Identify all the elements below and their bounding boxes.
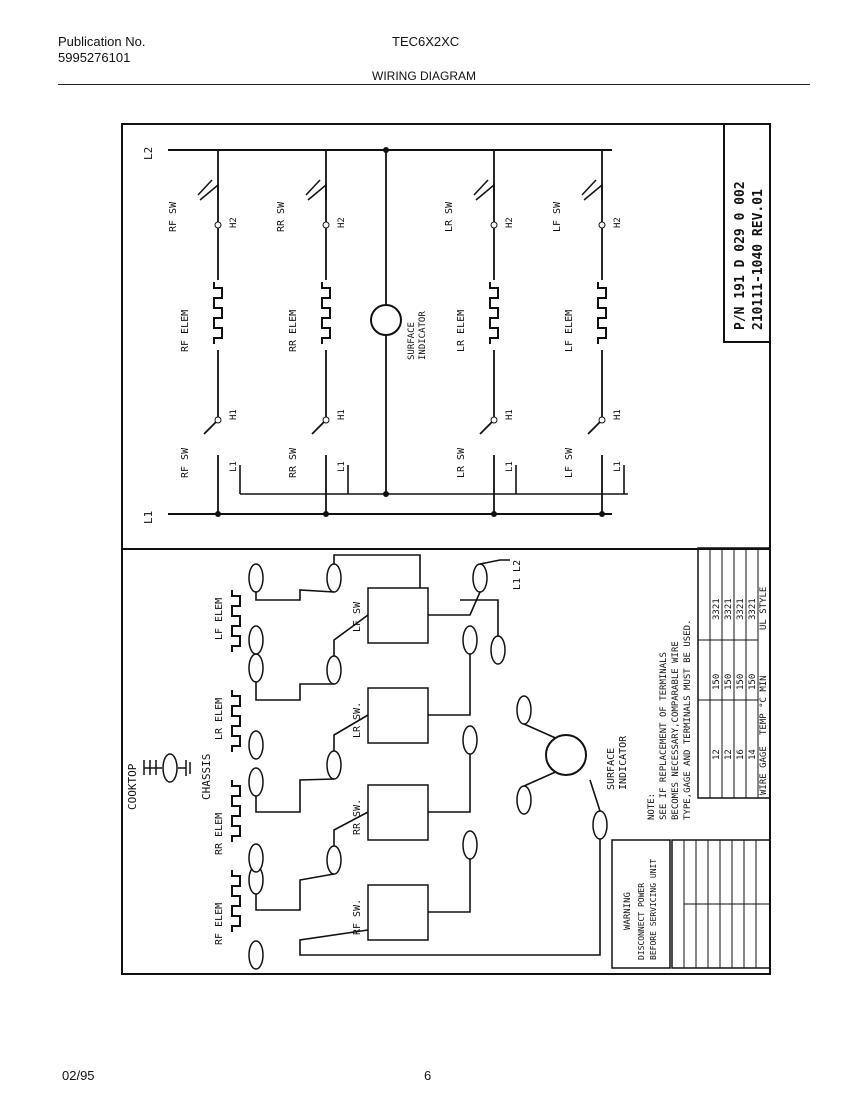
supply-label: L1 L2 xyxy=(512,560,523,590)
svg-text:150: 150 xyxy=(712,674,722,690)
footer-date: 02/95 xyxy=(62,1068,95,1083)
wire-spec-table: WIRE GAGE TEMP °C MIN UL STYLE 14 150 33… xyxy=(697,547,771,799)
indicator-lamp-icon xyxy=(370,304,402,336)
svg-text:3321: 3321 xyxy=(712,598,722,620)
lf-sw-lower-label: LF SW xyxy=(564,447,575,478)
svg-text:14: 14 xyxy=(748,749,758,760)
part-number-line-2: 210111-1040 REV.01 xyxy=(751,189,766,330)
rr-sw-lower-label: RR SW xyxy=(288,447,299,478)
branch-lr: LR SW LR ELEM LR SW H2 H1 L1 xyxy=(444,150,517,517)
svg-text:H2: H2 xyxy=(337,217,347,228)
svg-text:SURFACE: SURFACE xyxy=(407,322,417,360)
lower-elements: RF ELEM RR ELEM LR ELEM LF ELEM xyxy=(214,589,241,945)
svg-text:L1: L1 xyxy=(613,461,623,472)
svg-text:H2: H2 xyxy=(229,217,239,228)
l1-label: L1 xyxy=(142,511,155,524)
svg-text:H2: H2 xyxy=(613,217,623,228)
svg-text:12: 12 xyxy=(712,749,722,760)
model-number: TEC6X2XC xyxy=(392,34,460,49)
svg-text:H1: H1 xyxy=(505,409,515,420)
svg-text:H2: H2 xyxy=(505,217,515,228)
svg-text:L1: L1 xyxy=(505,461,515,472)
svg-text:H1: H1 xyxy=(337,409,347,420)
svg-text:BEFORE SERVICING UNIT: BEFORE SERVICING UNIT xyxy=(649,859,658,960)
svg-text:SURFACE: SURFACE xyxy=(606,748,617,790)
lr-elem-lower: LR ELEM xyxy=(214,698,225,740)
lf-sw-label: LF SW xyxy=(552,201,563,232)
color-code-table xyxy=(671,839,771,969)
surface-indicator-schematic: SURFACE INDICATOR xyxy=(370,147,428,497)
lr-elem-label: LR ELEM xyxy=(456,310,467,352)
l2-label: L2 xyxy=(142,147,155,160)
diagram-title: WIRING DIAGRAM xyxy=(372,69,476,83)
part-number-box xyxy=(723,123,771,343)
svg-text:12: 12 xyxy=(724,749,734,760)
lf-elem-lower: LF ELEM xyxy=(214,598,225,640)
svg-text:3321: 3321 xyxy=(724,598,734,620)
rr-elem-label: RR ELEM xyxy=(288,310,299,352)
svg-text:NOTE:: NOTE: xyxy=(647,793,657,820)
lf-elem-label: LF ELEM xyxy=(564,310,575,352)
replacement-note: NOTE: SEE IF REPLACEMENT OF TERMINALS BE… xyxy=(647,620,693,820)
publication-label: Publication No. xyxy=(58,34,146,49)
svg-text:150: 150 xyxy=(724,674,734,690)
publication-number: 5995276101 xyxy=(58,50,131,65)
svg-text:TEMP °C MIN: TEMP °C MIN xyxy=(759,675,769,735)
rr-sw-label: RR SW xyxy=(276,201,287,232)
rf-sw-lower: RF SW. xyxy=(352,899,363,935)
part-number-line-1: P/N 191 D 029 0 002 xyxy=(733,181,748,330)
svg-text:3321: 3321 xyxy=(748,598,758,620)
branch-rf: RF SW RF ELEM RF SW H2 H1 L1 xyxy=(168,150,241,517)
wiring-panel: COOKTOP CHASSIS RF ELEM RR ELEM LR ELEM … xyxy=(126,547,771,970)
svg-text:150: 150 xyxy=(748,674,758,690)
lr-sw-lower-label: LR SW xyxy=(456,447,467,478)
svg-text:INDICATOR: INDICATOR xyxy=(618,735,629,790)
svg-text:INDICATOR: INDICATOR xyxy=(418,311,428,360)
rr-elem-lower: RR ELEM xyxy=(214,813,225,855)
switch-blocks xyxy=(367,587,429,941)
lr-sw-lower: LR SW. xyxy=(352,702,363,738)
svg-text:BECOMES NECESSARY,COMPARABLE W: BECOMES NECESSARY,COMPARABLE WIRE xyxy=(671,641,681,820)
cooktop-label: COOKTOP xyxy=(126,763,139,810)
svg-text:L1: L1 xyxy=(229,461,239,472)
rf-sw-label: RF SW xyxy=(168,201,179,232)
page-number: 6 xyxy=(424,1068,432,1083)
svg-text:L1: L1 xyxy=(337,461,347,472)
rf-elem-label: RF ELEM xyxy=(180,310,191,352)
svg-text:16: 16 xyxy=(736,749,746,760)
rf-sw-lower-label: RF SW xyxy=(180,447,191,478)
lf-sw-lower: LF SW xyxy=(352,601,363,632)
svg-text:H1: H1 xyxy=(229,409,239,420)
warning-box xyxy=(611,839,671,969)
harness-wires xyxy=(255,554,601,956)
svg-text:SEE IF REPLACEMENT OF TERMINAL: SEE IF REPLACEMENT OF TERMINALS xyxy=(659,652,669,820)
branch-lf: LF SW LF ELEM LF SW H2 H1 L1 xyxy=(552,150,625,517)
warning-title: WARNING xyxy=(623,892,633,930)
lr-sw-label: LR SW xyxy=(444,201,455,232)
svg-text:UL STYLE: UL STYLE xyxy=(759,587,769,630)
svg-text:H1: H1 xyxy=(613,409,623,420)
indicator-lamp-lower-icon xyxy=(545,734,587,776)
chassis-label: CHASSIS xyxy=(200,754,213,800)
header-rule xyxy=(58,84,810,85)
svg-text:3321: 3321 xyxy=(736,598,746,620)
svg-text:TYPE,GAGE AND TERMINALS MUST B: TYPE,GAGE AND TERMINALS MUST BE USED. xyxy=(683,620,693,820)
svg-text:150: 150 xyxy=(736,674,746,690)
schematic-panel: L2 L1 RF SW RF ELEM RF SW H2 H1 L1 xyxy=(142,123,771,524)
svg-text:WIRE GAGE: WIRE GAGE xyxy=(759,746,769,795)
rf-elem-lower: RF ELEM xyxy=(214,903,225,945)
svg-text:DISCONNECT POWER: DISCONNECT POWER xyxy=(637,883,646,960)
branch-rr: RR SW RR ELEM RR SW H2 H1 L1 xyxy=(276,150,349,517)
ground-icon xyxy=(143,753,191,783)
